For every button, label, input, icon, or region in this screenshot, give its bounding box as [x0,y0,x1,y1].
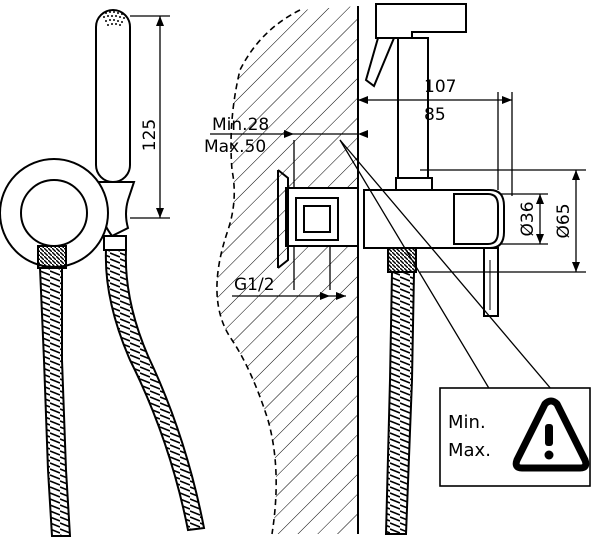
handset-front [95,9,131,183]
connector-right [103,235,127,251]
warning-triangle-icon [512,397,590,472]
side-view [363,3,505,535]
hose-left [38,267,72,537]
warning-callout [439,387,591,487]
wall-break-line [216,9,301,535]
embedded-box [277,169,359,269]
handset-head [375,3,467,39]
valve-knob-side [453,193,499,245]
hose-right [104,249,206,532]
dim-125-label: 125 [140,119,160,151]
handset-handle [397,37,429,179]
wall-max-label: Max.50 [204,137,266,157]
outlet-pipe [483,247,499,317]
dia-65-label: Ø65 [554,203,574,238]
body-inner-front [20,179,88,247]
dim-85-label: 85 [424,105,446,125]
valve-body-side [363,189,505,249]
warning-max-label: Max. [448,440,491,461]
wall-hatch [216,6,358,534]
wall-min-label: Min.28 [212,115,269,135]
front-view [0,9,206,537]
thread-label: G1/2 [234,275,275,295]
dimension-thread [232,292,346,300]
holder-side [395,177,433,191]
hose-side [384,271,416,535]
warning-min-label: Min. [448,412,486,433]
dimension-depths [358,92,513,196]
dia-36-label: Ø36 [518,201,538,236]
spray-head-dots [103,11,125,26]
dim-107-label: 107 [424,77,456,97]
dimension-diameters [420,169,586,273]
connector-left [37,245,67,269]
callout-leaders [339,139,553,391]
handset-lever [364,37,396,88]
wall-section [216,6,359,535]
dimension-handset-length [130,15,170,219]
dimension-wall-depth [210,130,368,138]
